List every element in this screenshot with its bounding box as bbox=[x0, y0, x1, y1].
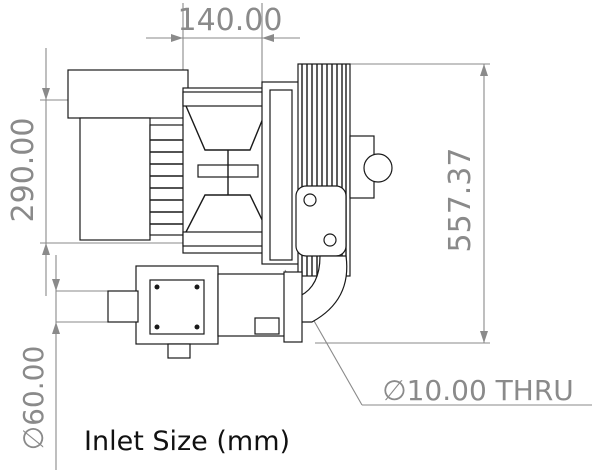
thru-hole-dimension-label: ∅10.00 THRU bbox=[382, 374, 574, 407]
motor-body bbox=[79, 117, 151, 241]
outlet-elbow bbox=[299, 255, 348, 323]
inlet-diameter-dimension-label: ∅60.00 bbox=[17, 346, 50, 451]
right-height-dimension-label: 557.37 bbox=[443, 148, 478, 253]
blower-housing bbox=[295, 63, 393, 277]
blower-assembly bbox=[67, 63, 393, 359]
width-dimension-label: 140.00 bbox=[178, 3, 283, 38]
dimension-labels: 140.00 290.00 557.37 ∅60.00 ∅10.00 THRU bbox=[6, 3, 574, 450]
motor-terminal-box bbox=[67, 69, 189, 119]
left-height-dimension-label: 290.00 bbox=[6, 118, 41, 223]
motor-fins bbox=[149, 124, 187, 236]
inlet-pipe bbox=[107, 290, 139, 323]
inlet-size-caption: Inlet Size (mm) bbox=[84, 426, 290, 457]
